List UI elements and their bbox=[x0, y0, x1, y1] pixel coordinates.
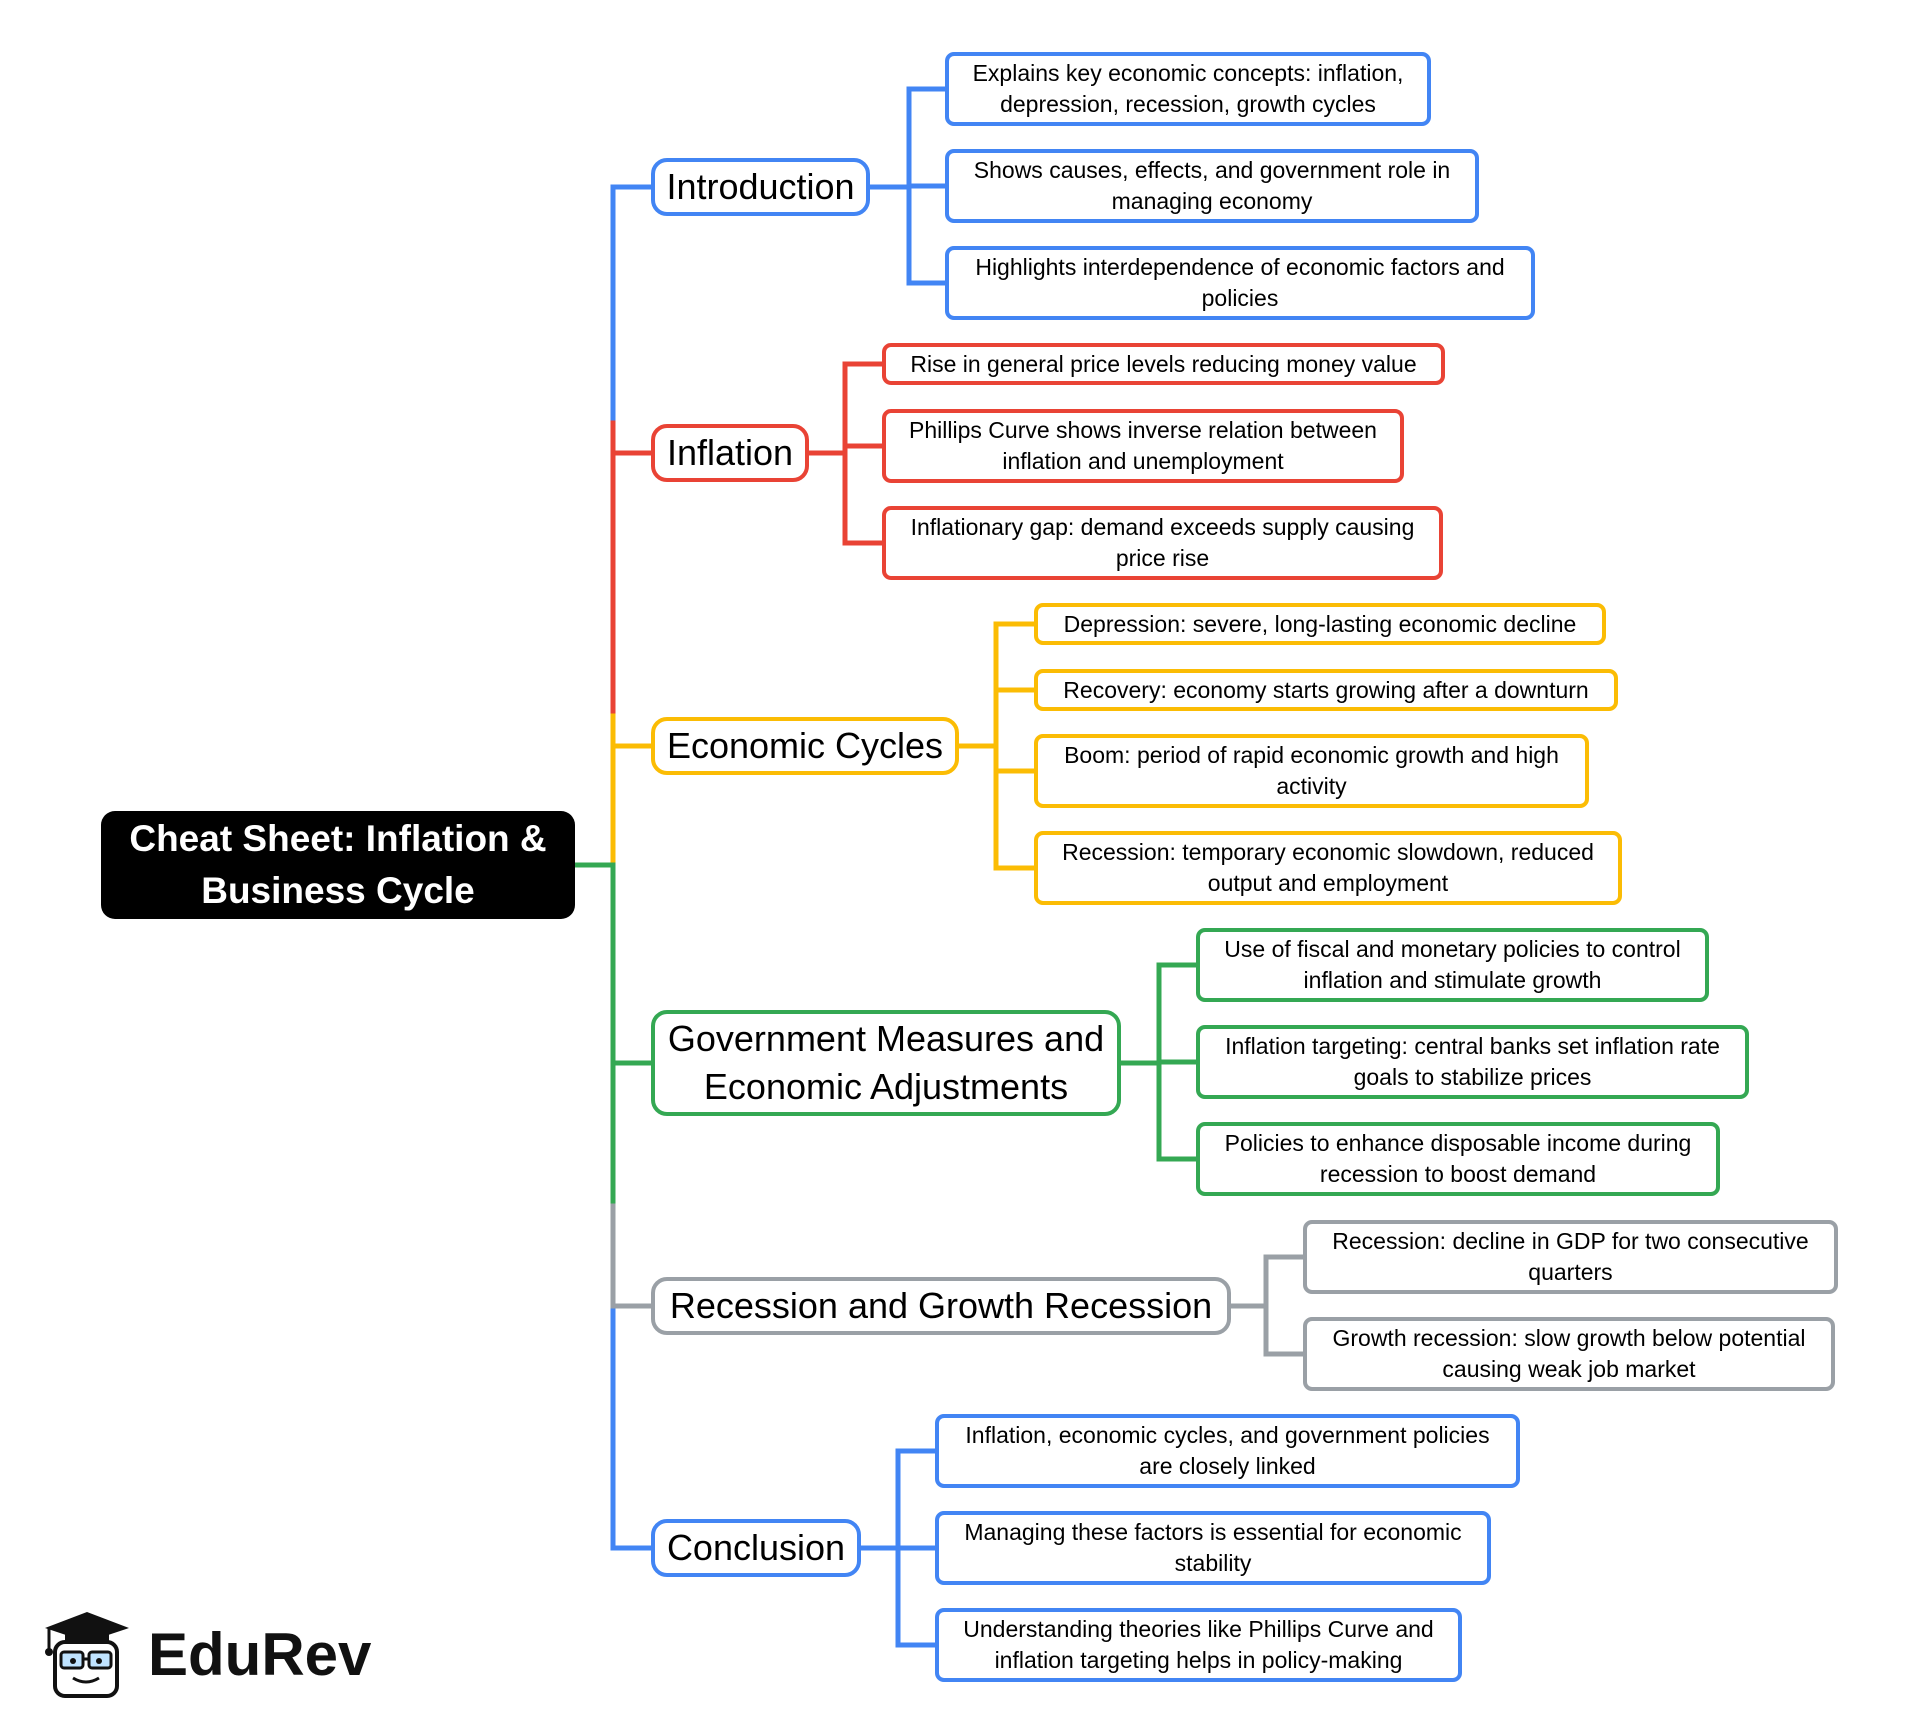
leaf-node: Rise in general price levels reducing mo… bbox=[882, 343, 1445, 385]
leaf-node: Use of fiscal and monetary policies to c… bbox=[1196, 928, 1709, 1002]
branch-node: Introduction bbox=[651, 158, 870, 216]
leaf-node: Highlights interdependence of economic f… bbox=[945, 246, 1535, 320]
leaf-node: Explains key economic concepts: inflatio… bbox=[945, 52, 1431, 126]
leaf-node: Recovery: economy starts growing after a… bbox=[1034, 669, 1618, 711]
leaf-node: Inflationary gap: demand exceeds supply … bbox=[882, 506, 1443, 580]
branch-node: Inflation bbox=[651, 424, 809, 482]
leaf-node: Understanding theories like Phillips Cur… bbox=[935, 1608, 1462, 1682]
leaf-node: Phillips Curve shows inverse relation be… bbox=[882, 409, 1404, 483]
branch-node: Recession and Growth Recession bbox=[651, 1277, 1231, 1335]
leaf-node: Depression: severe, long-lasting economi… bbox=[1034, 603, 1606, 645]
branch-node: Conclusion bbox=[651, 1519, 861, 1577]
branch-node: Economic Cycles bbox=[651, 717, 959, 775]
leaf-node: Boom: period of rapid economic growth an… bbox=[1034, 734, 1589, 808]
leaf-node: Inflation targeting: central banks set i… bbox=[1196, 1025, 1749, 1099]
leaf-node: Shows causes, effects, and government ro… bbox=[945, 149, 1479, 223]
leaf-node: Inflation, economic cycles, and governme… bbox=[935, 1414, 1520, 1488]
root-title: Cheat Sheet: Inflation & Business Cycle bbox=[101, 811, 575, 919]
leaf-node: Recession: temporary economic slowdown, … bbox=[1034, 831, 1622, 905]
leaf-node: Growth recession: slow growth below pote… bbox=[1303, 1317, 1835, 1391]
edurev-logo-text: EduRev bbox=[148, 1621, 372, 1688]
leaf-node: Recession: decline in GDP for two consec… bbox=[1303, 1220, 1838, 1294]
branch-node: Government Measures and Economic Adjustm… bbox=[651, 1010, 1121, 1116]
edurev-logo-icon bbox=[45, 1612, 129, 1698]
leaf-node: Managing these factors is essential for … bbox=[935, 1511, 1491, 1585]
leaf-node: Policies to enhance disposable income du… bbox=[1196, 1122, 1720, 1196]
